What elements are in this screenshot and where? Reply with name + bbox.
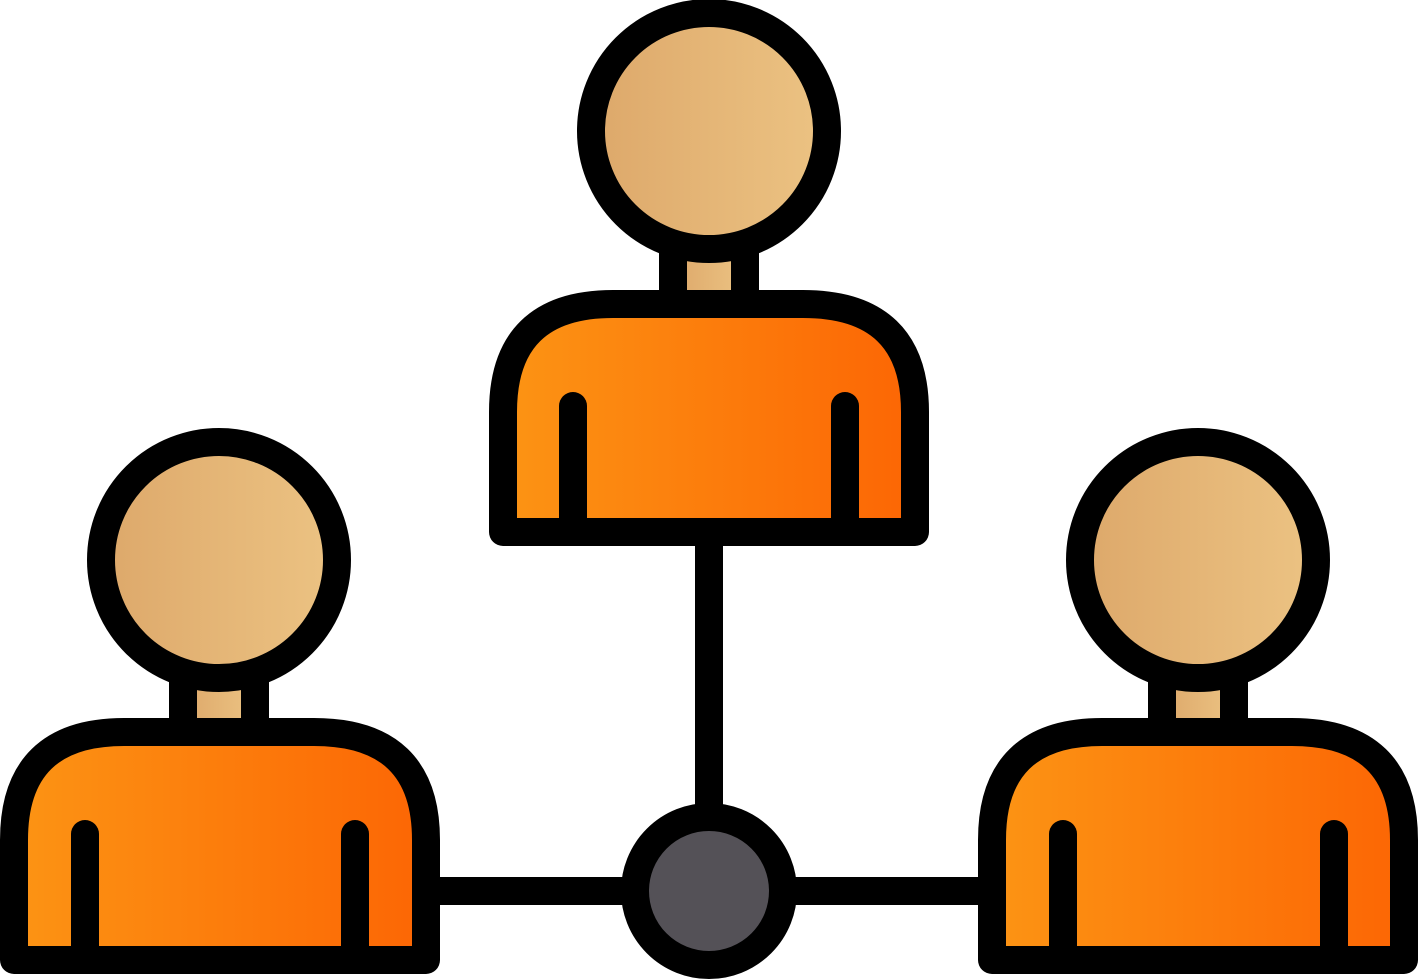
person-right [978, 428, 1418, 974]
torso-right [978, 718, 1418, 974]
head-right [1066, 428, 1330, 692]
connector-lines [438, 545, 980, 905]
head-top [577, 0, 841, 263]
person-top [489, 0, 929, 546]
head-left [87, 428, 351, 692]
torso-top [489, 290, 929, 546]
network-hub-node [621, 803, 797, 979]
torso-left [0, 718, 440, 974]
person-left [0, 428, 440, 974]
